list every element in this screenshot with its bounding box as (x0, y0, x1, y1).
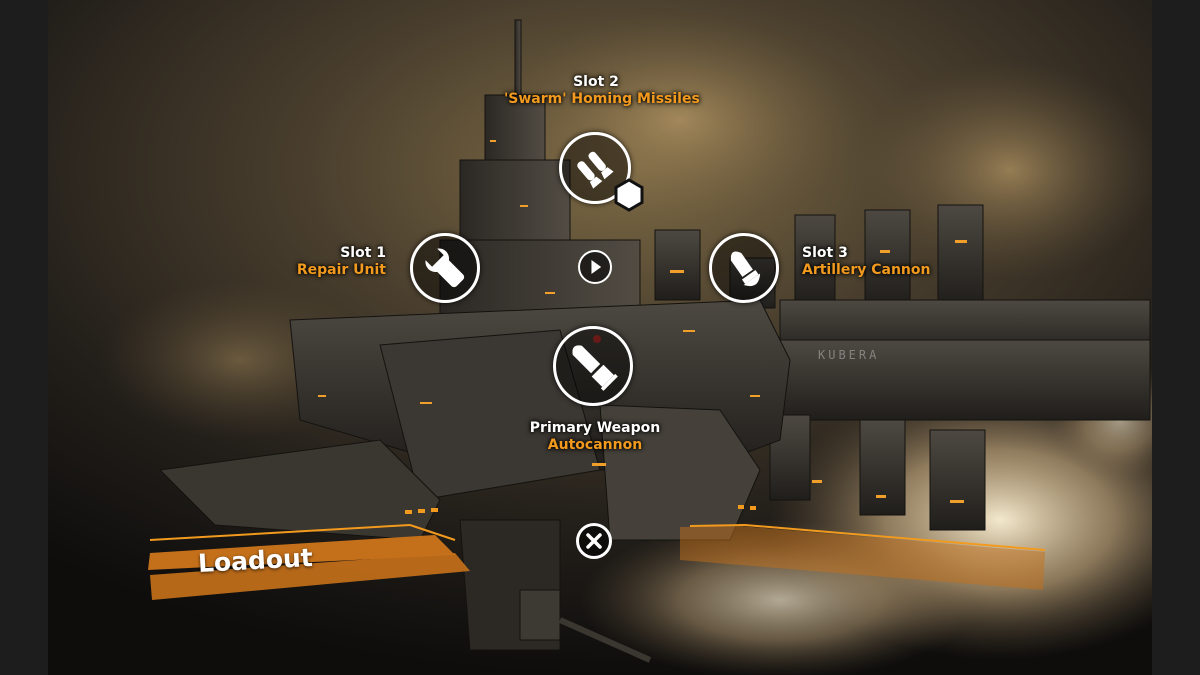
slot-1-label: Slot 1 Repair Unit (290, 245, 386, 279)
wrench-icon (425, 248, 465, 288)
slot-2-title: Slot 2 (573, 74, 619, 90)
slot-3-button[interactable] (709, 233, 779, 303)
missiles-icon (577, 151, 614, 189)
play-button[interactable] (578, 250, 612, 284)
primary-weapon-button[interactable] (553, 326, 633, 406)
slot-2-label: Slot 2 'Swarm' Homing Missiles (504, 74, 700, 108)
primary-weapon-item-name: Autocannon (547, 436, 643, 453)
primary-weapon-title: Primary Weapon (529, 420, 661, 436)
bullet-icon (572, 345, 618, 391)
hexagon-icon (614, 178, 644, 212)
primary-weapon-label: Primary Weapon Autocannon (520, 420, 670, 454)
right-frame-bar (1152, 0, 1200, 675)
slot-3-title: Slot 3 (802, 245, 848, 261)
slot-3-item-name: Artillery Cannon (802, 261, 931, 278)
close-button[interactable] (576, 523, 612, 559)
slot-1-button[interactable] (410, 233, 480, 303)
screen-title: Loadout (197, 543, 314, 578)
close-x-icon (586, 533, 602, 549)
slot-1-item-name: Repair Unit (296, 261, 386, 278)
ship-name-text: KUBERA (818, 348, 880, 362)
slot-2-item-name: 'Swarm' Homing Missiles (504, 90, 700, 107)
play-icon (591, 259, 602, 275)
left-frame-bar (0, 0, 48, 675)
slot-1-title: Slot 1 (340, 245, 386, 261)
artillery-shell-icon (730, 251, 761, 287)
slot-3-label: Slot 3 Artillery Cannon (802, 245, 932, 279)
